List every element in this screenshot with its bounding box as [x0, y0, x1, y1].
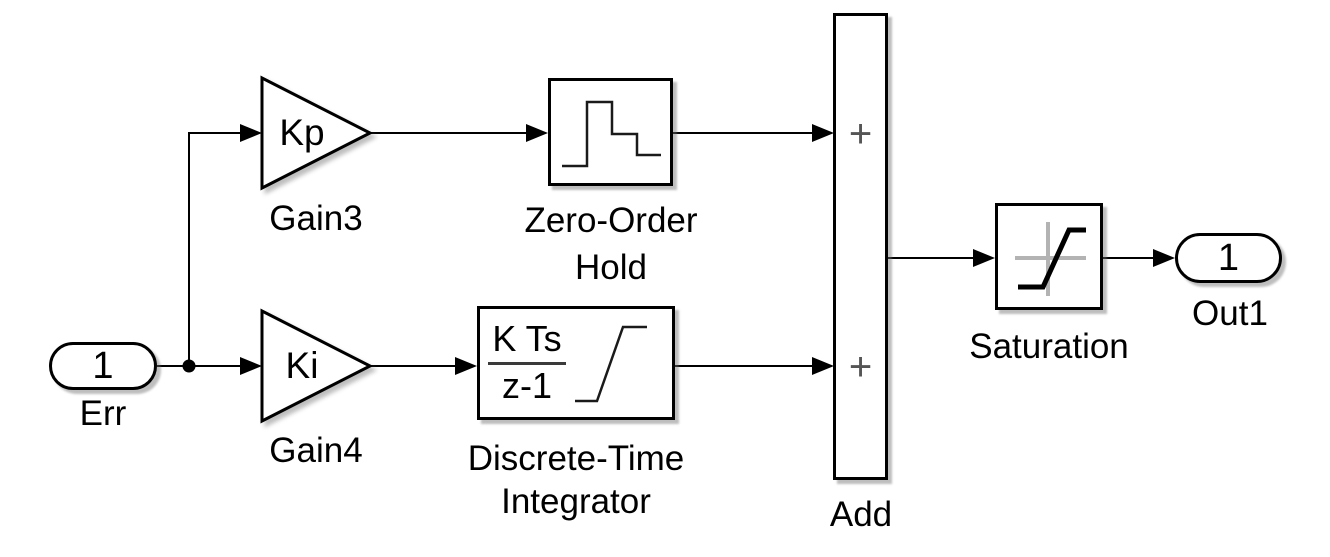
dti-label-line1: Discrete-Time [467, 439, 685, 478]
dti-transfer-function: K Ts z-1 [488, 317, 566, 407]
arrowhead-gain3-input [240, 124, 262, 142]
saturation-block[interactable] [995, 203, 1103, 310]
gain4-label[interactable]: Gain4 [269, 431, 363, 470]
gain3-label[interactable]: Gain3 [269, 199, 363, 238]
ramp-signal-icon [575, 325, 647, 403]
dti-label-line2: Integrator [501, 482, 651, 521]
gain3-block[interactable] [260, 75, 374, 191]
saturation-curve-icon [1015, 222, 1086, 296]
dti-denominator: z-1 [501, 365, 552, 406]
add-label[interactable]: Add [829, 495, 893, 534]
outport-block-out1[interactable]: 1 [1175, 233, 1282, 283]
arrowhead-out1-input [1153, 249, 1175, 267]
arrowhead-add-input1 [812, 124, 834, 142]
inport-block-err[interactable]: 1 [49, 342, 157, 390]
staircase-signal-icon [562, 100, 661, 168]
discrete-time-integrator-label[interactable]: Discrete-Time Integrator [426, 437, 726, 523]
inport-port-number: 1 [92, 344, 114, 387]
saturation-label[interactable]: Saturation [969, 327, 1129, 366]
arrowhead-dti-input [455, 357, 477, 375]
gain3-expression: Kp [279, 112, 325, 153]
branch-point-dot[interactable] [182, 359, 196, 373]
add-plus-input1: + [848, 112, 873, 156]
zoh-label-line1: Zero-Order [524, 201, 698, 240]
add-block[interactable]: + + [833, 13, 888, 480]
arrowhead-add-input2 [812, 357, 834, 375]
zero-order-hold-label[interactable]: Zero-Order Hold [511, 197, 711, 291]
discrete-time-integrator-block[interactable]: K Ts z-1 [477, 306, 675, 420]
add-plus-input2: + [848, 345, 873, 389]
outport-port-number: 1 [1217, 236, 1240, 279]
wire-branch-to-gain3[interactable] [188, 132, 241, 366]
dti-numerator: K Ts [488, 317, 566, 365]
gain4-block[interactable] [260, 308, 374, 424]
arrowhead-gain4-input [240, 357, 262, 375]
inport-label[interactable]: Err [79, 394, 127, 433]
arrowhead-saturation-input [973, 249, 995, 267]
arrowhead-zoh-input [526, 124, 548, 142]
zero-order-hold-block[interactable] [548, 78, 673, 186]
gain4-expression: Ki [285, 345, 319, 386]
outport-label[interactable]: Out1 [1192, 294, 1268, 333]
zoh-label-line2: Hold [575, 248, 647, 287]
